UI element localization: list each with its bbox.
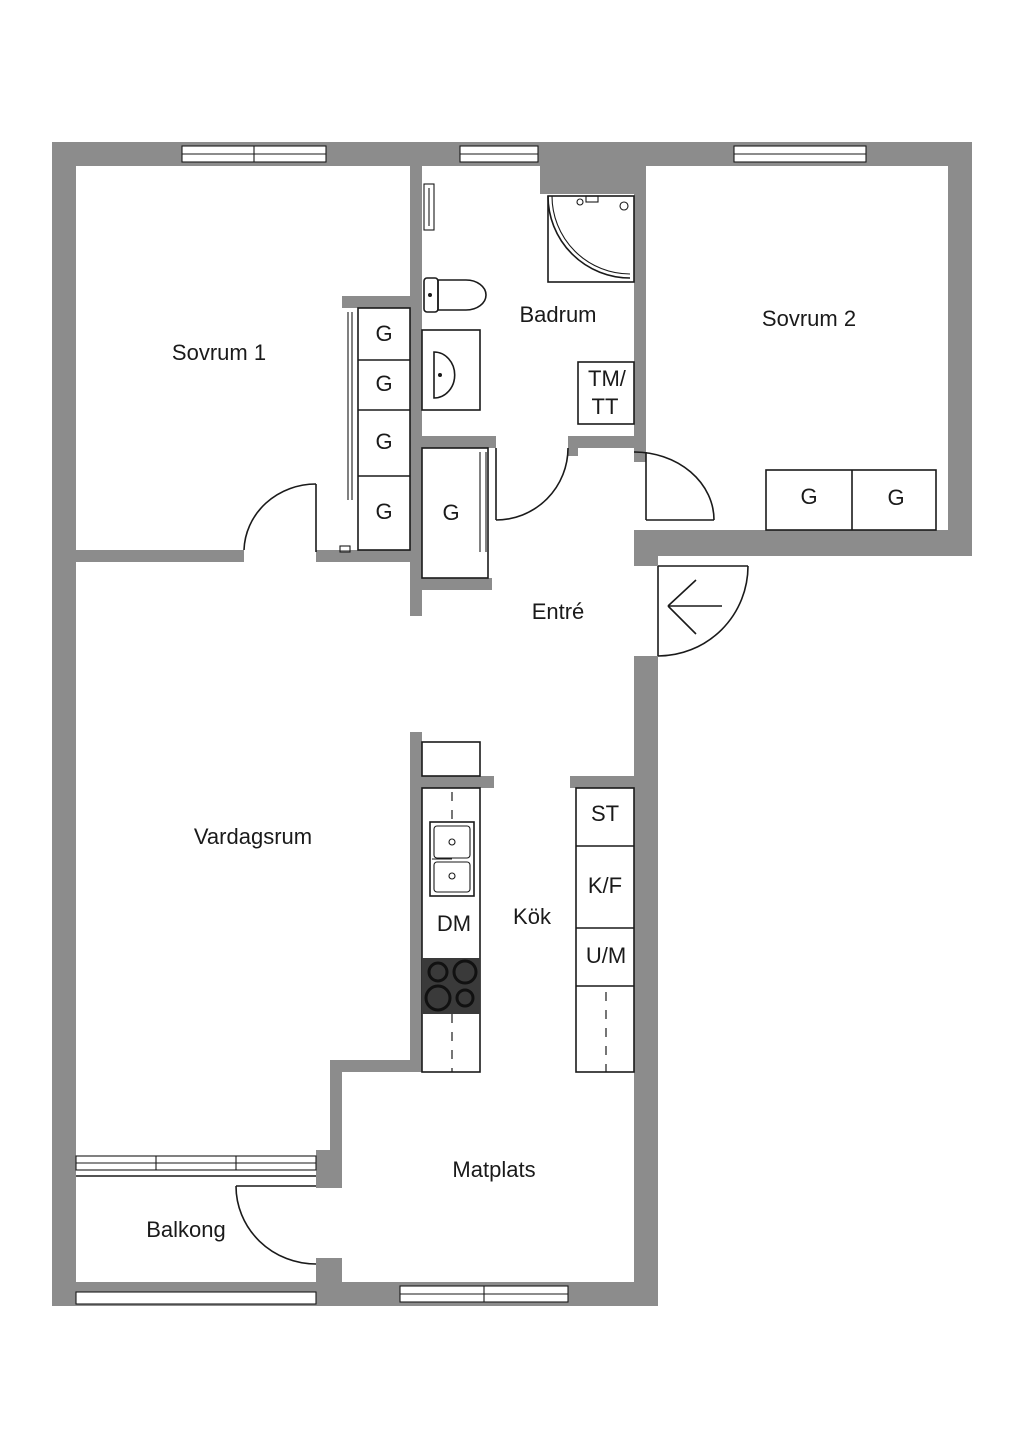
oven-micro-label: U/M: [586, 943, 626, 968]
wardrobe-label: G: [442, 500, 459, 525]
freezer-label: ST: [591, 801, 619, 826]
windows: [75, 145, 867, 1305]
room-label-sovrum1: Sovrum 1: [172, 340, 266, 365]
bathroom-fixtures: [421, 183, 635, 425]
wardrobe-label: G: [375, 321, 392, 346]
room-label-balkong: Balkong: [146, 1217, 226, 1242]
kitchen-counter-left: [421, 741, 481, 1073]
sovrum2-wardrobes: [765, 469, 937, 531]
kitchen-counter-right: [575, 787, 635, 1073]
wardrobe-label: G: [375, 499, 392, 524]
room-labels: Sovrum 1 Badrum Sovrum 2 Entré Vardagsru…: [146, 302, 856, 1242]
toilet-icon: [423, 277, 487, 313]
room-label-matplats: Matplats: [452, 1157, 535, 1182]
dishwasher-label: DM: [437, 911, 471, 936]
wardrobe-label: G: [375, 371, 392, 396]
double-sink-icon: [429, 821, 475, 897]
sink-icon: [421, 329, 481, 411]
wardrobe-label: G: [887, 485, 904, 510]
wardrobe-label: G: [800, 484, 817, 509]
stove-icon: [422, 958, 480, 1014]
washer-dryer: [577, 361, 635, 425]
fixture-labels: G G G G G G G TM/ TT DM ST K/F U/M: [375, 321, 904, 968]
room-label-kok: Kök: [513, 904, 552, 929]
shower-icon: [547, 195, 635, 283]
washer-label-top: TM/: [588, 366, 627, 391]
room-label-entre: Entré: [532, 599, 585, 624]
wardrobe-label: G: [375, 429, 392, 454]
doors: [235, 447, 749, 1265]
room-label-badrum: Badrum: [519, 302, 596, 327]
room-label-sovrum2: Sovrum 2: [762, 306, 856, 331]
entre-wardrobe: [421, 447, 489, 579]
balcony-railing: [75, 1291, 317, 1305]
washer-label-bottom: TT: [592, 394, 619, 419]
towel-rack-icon: [423, 183, 435, 231]
room-label-vardagsrum: Vardagsrum: [194, 824, 312, 849]
fridge-freezer-label: K/F: [588, 873, 622, 898]
sovrum1-wardrobes: [339, 307, 411, 553]
